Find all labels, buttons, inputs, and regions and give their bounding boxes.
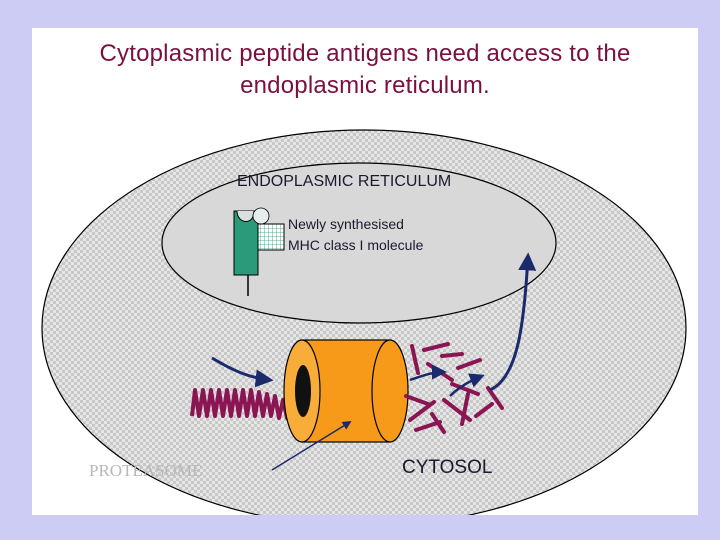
proteasome-pointer-arrow (271, 421, 352, 471)
entry-arrow (211, 356, 274, 388)
antigen-processing-diagram: ENDOPLASMIC RETICULUM Newly synthesised … (41, 129, 687, 515)
transport-arrow (489, 252, 537, 392)
proteasome-label: PROTEASOME (89, 461, 202, 480)
mhc-class-i-molecule (233, 207, 285, 296)
slide: Cytoplasmic peptide antigens need access… (32, 28, 698, 515)
er-label: ENDOPLASMIC RETICULUM (237, 173, 451, 190)
slide-title: Cytoplasmic peptide antigens need access… (32, 38, 698, 102)
endoplasmic-reticulum (161, 162, 557, 324)
mhc-label-line-1: Newly synthesised (288, 216, 404, 232)
proteasome (283, 339, 409, 443)
protein-coil (190, 388, 301, 420)
mhc-label-line-2: MHC class I molecule (288, 237, 424, 253)
fragment-arrow-1 (409, 364, 447, 382)
fragment-arrow-2 (449, 373, 485, 397)
cytosol-label: CYTOSOL (402, 457, 492, 478)
title-line-2: endoplasmic reticulum. (240, 72, 490, 99)
title-line-1: Cytoplasmic peptide antigens need access… (99, 40, 631, 67)
